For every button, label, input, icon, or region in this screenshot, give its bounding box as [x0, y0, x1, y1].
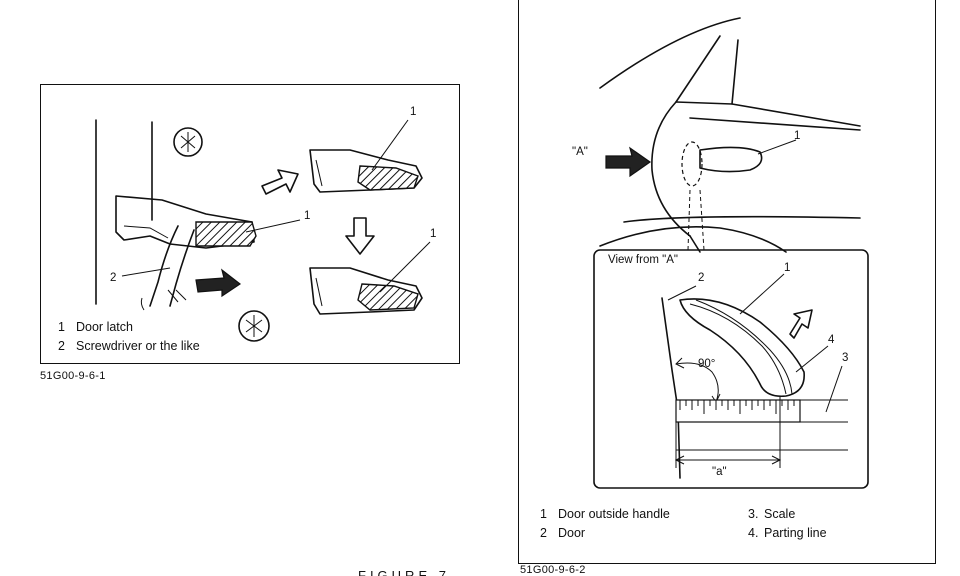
- legend-number: 2: [58, 339, 65, 353]
- right-legend-item: 3. Scale: [748, 505, 827, 524]
- legend-number: 4.: [748, 526, 759, 540]
- right-legend-item: 1 Door outside handle: [540, 505, 670, 524]
- right-callout-handle-car: 1: [794, 130, 801, 142]
- screw-icon-top: [173, 127, 203, 157]
- angle-label: 90°: [698, 358, 716, 370]
- right-callout-parting-line: 4: [828, 334, 835, 346]
- left-legend-item: 1 Door latch: [58, 318, 200, 337]
- left-callout-screwdriver: 2: [110, 272, 117, 284]
- view-label-a: "A": [572, 146, 588, 158]
- figure-caption-footer: FIGURE 7: [358, 568, 450, 576]
- legend-text: Door latch: [76, 320, 133, 334]
- screw-icon-bottom: [238, 310, 270, 342]
- left-leader-lines: [121, 119, 431, 293]
- right-figure-code: 51G00-9-6-2: [520, 564, 586, 576]
- door-latch-before: [309, 149, 423, 193]
- door-handle-car: [681, 139, 797, 251]
- left-figure-code: 51G00-9-6-1: [40, 370, 106, 382]
- inset-view-box: [593, 249, 869, 489]
- left-callout-latch-main: 1: [304, 210, 311, 222]
- right-legend-col2: 3. Scale 4. Parting line: [748, 505, 827, 543]
- door-latch-after: [309, 267, 423, 315]
- inset-title: View from "A": [608, 254, 678, 266]
- legend-number: 1: [58, 320, 65, 334]
- move-arrow-down: [345, 217, 375, 255]
- car-body-outline: [599, 17, 861, 253]
- left-callout-latch-bottom: 1: [430, 228, 437, 240]
- right-legend-item: 2 Door: [540, 524, 670, 543]
- right-leader-lines: [667, 273, 843, 413]
- legend-text: Door outside handle: [558, 507, 670, 521]
- left-callout-latch-top: 1: [410, 106, 417, 118]
- right-legend-item: 4. Parting line: [748, 524, 827, 543]
- legend-number: 3.: [748, 507, 759, 521]
- inset-handle-and-scale: [661, 297, 848, 479]
- legend-text: Door: [558, 526, 586, 540]
- right-figure-panel: [518, 0, 936, 564]
- left-legend: 1 Door latch 2 Screwdriver or the like: [58, 318, 200, 356]
- view-arrow-dark: [605, 146, 652, 178]
- right-legend-col1: 1 Door outside handle 2 Door: [540, 505, 670, 543]
- door-latch-main: [115, 195, 257, 249]
- legend-text: Parting line: [764, 526, 827, 540]
- legend-text: Scale: [764, 507, 796, 521]
- right-callout-scale: 3: [842, 352, 849, 364]
- move-arrow-diagonal: [261, 169, 299, 195]
- door-edge-lines: [95, 119, 153, 305]
- push-arrow-dark: [195, 268, 242, 298]
- right-callout-handle-inset: 1: [784, 262, 791, 274]
- legend-text: Screwdriver or the like: [76, 339, 200, 353]
- left-legend-item: 2 Screwdriver or the like: [58, 337, 200, 356]
- screwdriver: [140, 225, 195, 311]
- legend-number: 2: [540, 526, 547, 540]
- legend-number: 1: [540, 507, 547, 521]
- right-callout-door: 2: [698, 272, 705, 284]
- dimension-label: "a": [712, 466, 727, 478]
